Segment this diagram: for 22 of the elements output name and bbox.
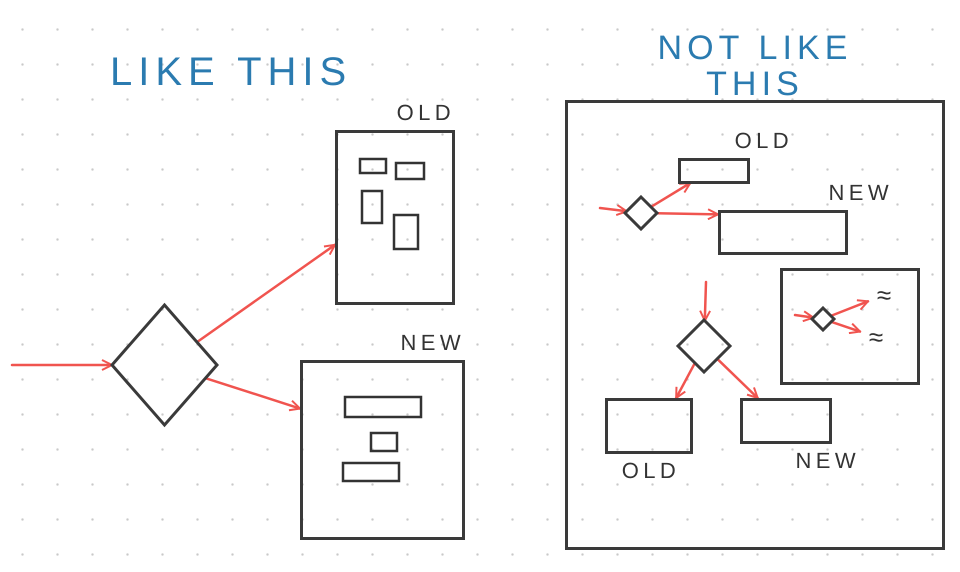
heading-label: LIKE THIS — [110, 50, 352, 94]
heading-label: OLD — [734, 128, 793, 153]
arrow — [598, 204, 628, 216]
heading-label: NEW — [400, 330, 465, 355]
arrow — [794, 310, 815, 322]
heading-label: OLD — [622, 458, 680, 483]
arrow — [196, 244, 336, 344]
arrow — [830, 320, 862, 334]
arrow — [830, 299, 870, 318]
heading-label: NEW — [828, 180, 893, 205]
arrow — [655, 208, 720, 220]
arrow — [699, 280, 712, 322]
arrow — [10, 359, 114, 371]
heading-label: OLD — [396, 100, 455, 125]
heading-label: NEW — [795, 448, 860, 473]
arrow — [650, 182, 692, 208]
heading-label: NOT LIKE THIS — [656, 30, 854, 102]
approx-label: ≈ — [868, 282, 900, 308]
arrow — [204, 376, 302, 412]
approx-label: ≈ — [860, 324, 892, 350]
arrow — [674, 362, 696, 400]
arrow — [716, 358, 759, 400]
